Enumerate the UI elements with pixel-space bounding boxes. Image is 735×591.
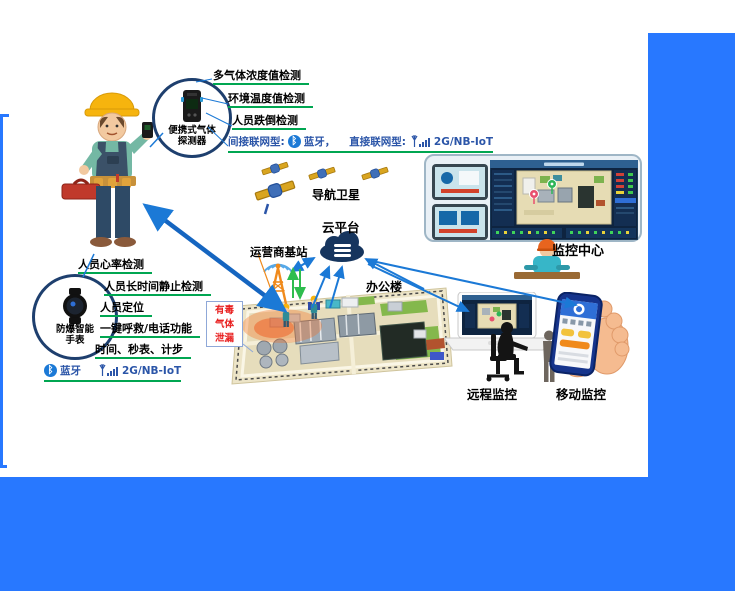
smart-watch-icon	[63, 287, 87, 324]
gas-leak-warning-box: 有毒 气体 泄漏	[206, 301, 243, 347]
worker-figure	[61, 92, 153, 247]
monitor-center-panel	[424, 154, 642, 242]
watch-name-line2: 手表	[65, 335, 85, 346]
left-border-line	[0, 114, 3, 468]
direct-network-value: 2G/NB-IoT	[433, 135, 494, 148]
left-border-tick-top	[0, 114, 9, 117]
gas-detector-icon	[181, 89, 203, 122]
base-station-label: 运营商基站	[250, 245, 308, 259]
bluetooth-value: 蓝牙，	[303, 136, 336, 148]
wall-monitor-2	[432, 204, 488, 240]
watch-bluetooth-label: 蓝牙	[60, 365, 81, 377]
cloud-label: 云平台	[322, 220, 360, 235]
gas-leak-line1: 有毒	[214, 305, 234, 316]
phone-in-hand-icon	[549, 292, 630, 378]
satellite-icon	[308, 166, 336, 181]
satellites-label: 导航卫星	[312, 188, 361, 202]
monitor-center-label: 监控中心	[552, 244, 605, 259]
direct-network-label: 直接联网型:	[349, 136, 406, 148]
watch-feature-2: 人员长时间静止检测	[104, 280, 211, 297]
detector-feature-3: 人员跌倒检测	[232, 114, 306, 131]
watch-connectivity-row: ᛒ 蓝牙 2G/NB-IoT	[44, 363, 182, 382]
wall-monitor-1	[432, 164, 488, 200]
indirect-network-label: 间接联网型:	[228, 136, 285, 148]
watch-cellular-label: 2G/NB-IoT	[122, 364, 182, 377]
office-building-label: 办公楼	[366, 280, 403, 294]
background-bottom-panel	[0, 477, 735, 591]
detector-feature-1: 多气体浓度值检测	[213, 69, 309, 86]
left-border-tick-bottom	[0, 465, 7, 468]
remote-user-silhouette	[486, 322, 528, 382]
cloud-platform-icon	[320, 231, 364, 262]
remote-monitor-label: 远程监控	[467, 387, 518, 402]
gas-leak-line2: 气体	[214, 318, 234, 330]
bluetooth-icon: ᛒ	[287, 135, 301, 148]
gas-detector-bubble: 便携式气体 探测器	[152, 78, 232, 158]
satellite-icon	[254, 180, 296, 201]
detector-name-line1: 便携式气体	[168, 124, 216, 136]
satellite-icon	[361, 166, 389, 181]
detector-name-line2: 探测器	[177, 136, 207, 147]
satellite-icon	[261, 161, 289, 176]
detector-feature-2: 环境温度值检测	[228, 92, 313, 109]
detector-network-row: 间接联网型: ᛒ 蓝牙， 直接联网型: 2G/NB-IoT	[228, 134, 494, 153]
watch-name-line1: 防爆智能	[55, 323, 94, 335]
watch-feature-5: 时间、秒表、计步	[95, 343, 191, 360]
watch-feature-3: 人员定位	[100, 301, 152, 318]
gas-leak-line3: 泄漏	[214, 332, 234, 344]
dashboard-screen	[490, 160, 638, 240]
mobile-monitor-label: 移动监控	[556, 387, 607, 402]
watch-feature-1: 人员心率检测	[78, 258, 152, 275]
base-station-icon	[258, 254, 293, 305]
antenna-signal-icon	[411, 135, 430, 147]
bluetooth-icon: ᛒ	[44, 364, 57, 377]
antenna-signal-icon	[99, 364, 118, 376]
watch-feature-4: 一键呼救/电话功能	[100, 322, 201, 339]
